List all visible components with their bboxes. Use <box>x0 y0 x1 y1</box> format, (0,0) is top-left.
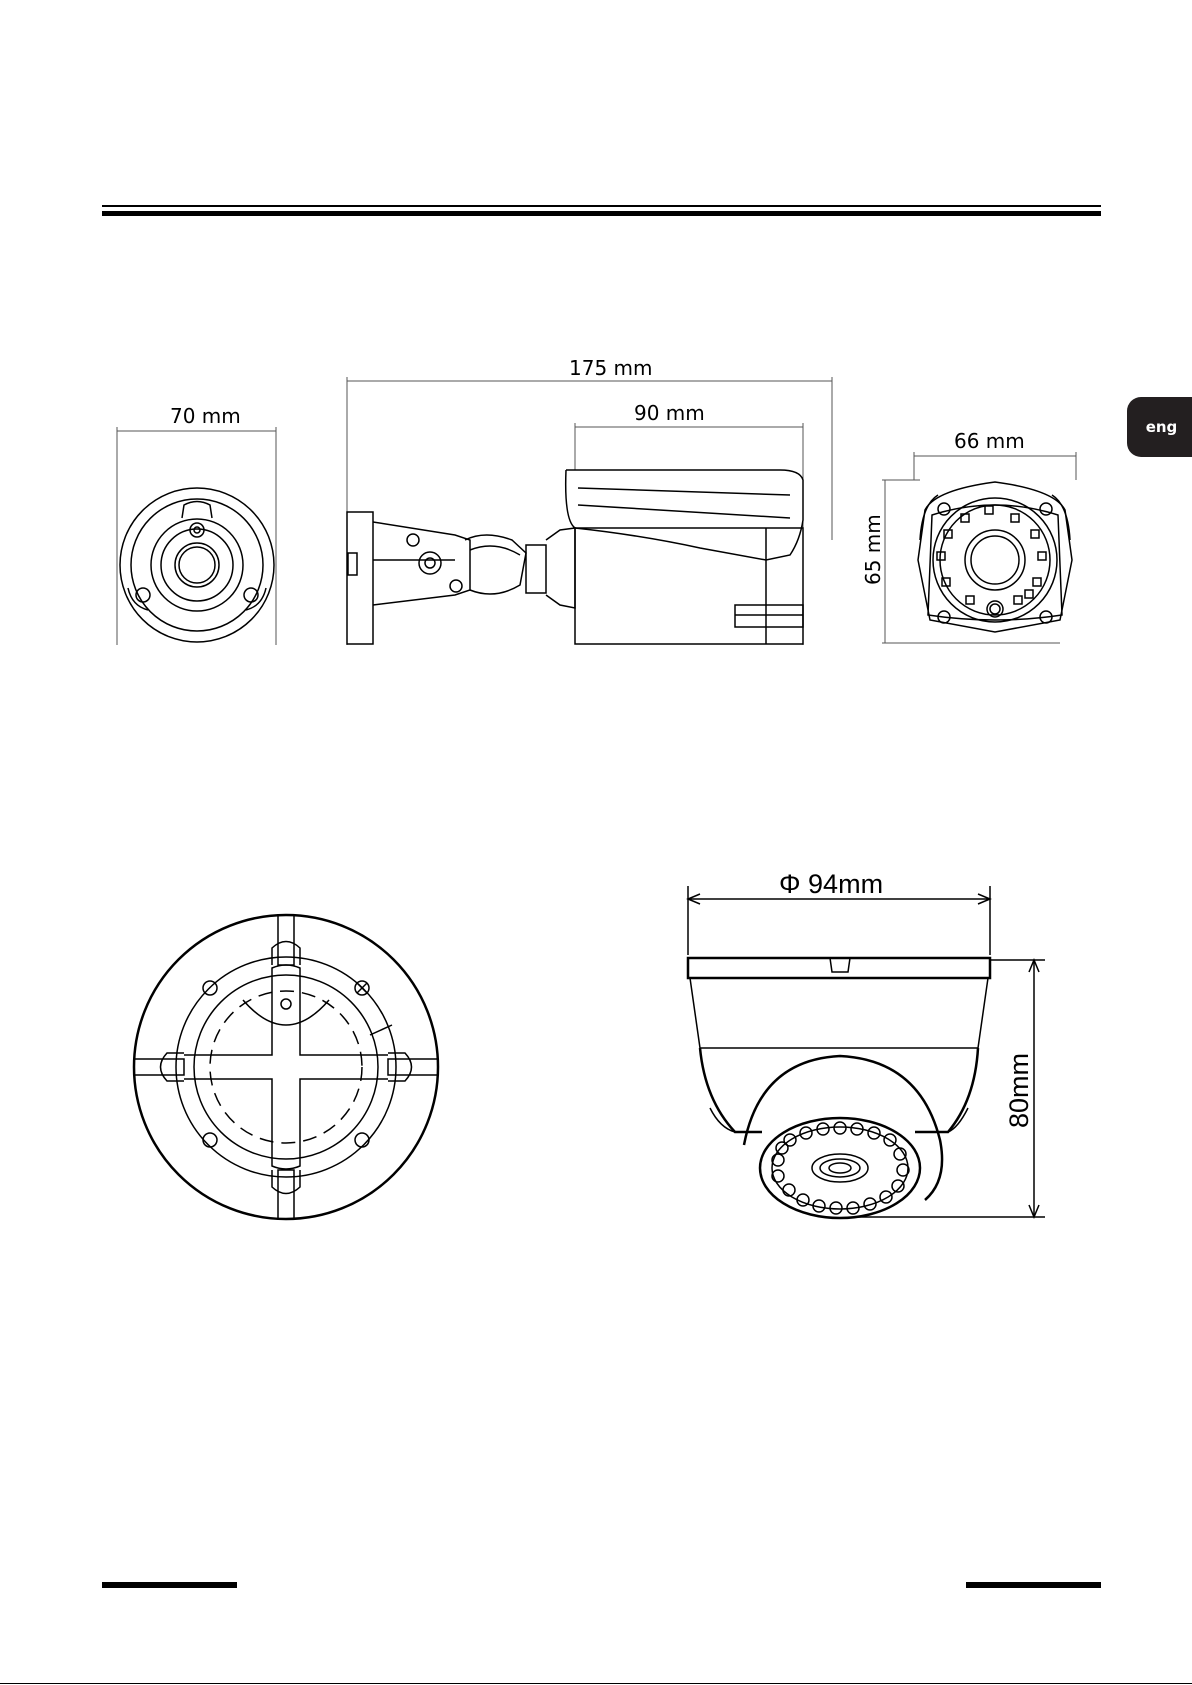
footer-rule-right <box>966 1582 1101 1588</box>
dome-bottom-view <box>134 915 438 1219</box>
bullet-back-view: 66 mm 65 mm <box>861 429 1076 643</box>
front-width-label: 70 mm <box>170 404 241 428</box>
page-bottom-line <box>0 1683 1192 1684</box>
dome-diameter-label: Φ 94mm <box>779 869 883 899</box>
footer-rule-left <box>102 1582 237 1588</box>
dome-side-view: Φ 94mm 80mm <box>688 869 1045 1218</box>
housing-length-label: 90 mm <box>634 401 705 425</box>
total-length-label: 175 mm <box>569 356 653 380</box>
back-width-label: 66 mm <box>954 429 1025 453</box>
dome-height-label: 80mm <box>1004 1053 1034 1128</box>
back-height-label: 65 mm <box>861 514 885 585</box>
bullet-side-view: 175 mm 90 mm <box>347 356 832 645</box>
bullet-front-view: 70 mm <box>117 404 276 645</box>
